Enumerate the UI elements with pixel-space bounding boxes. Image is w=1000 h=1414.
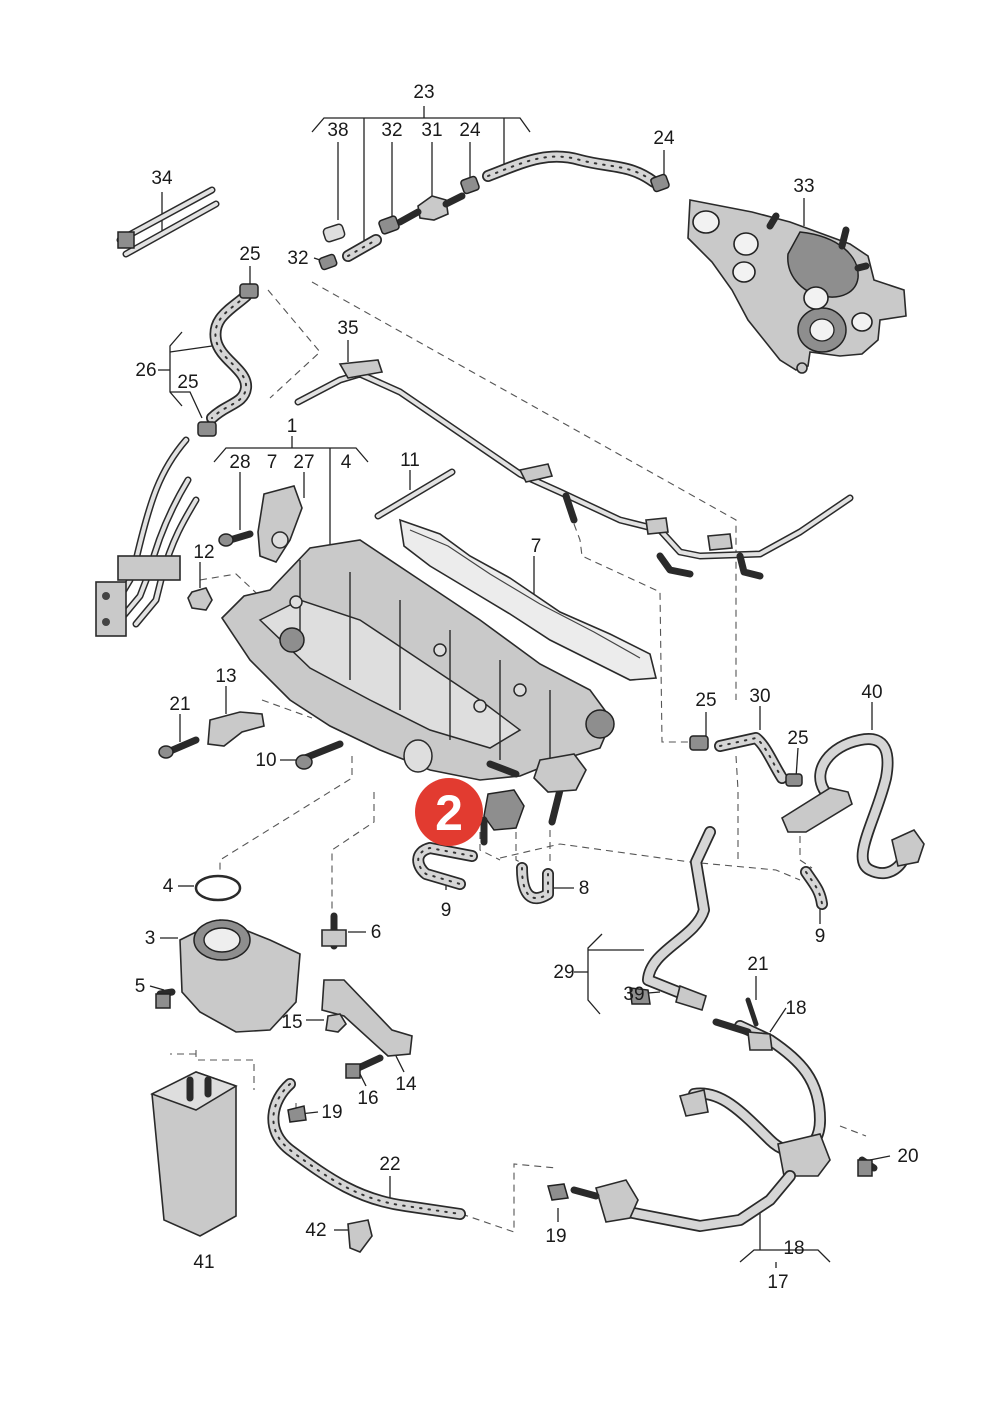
label-24: 24: [459, 120, 481, 141]
label-9: 9: [815, 926, 826, 947]
label-13: 13: [215, 666, 236, 687]
label-26: 26: [135, 360, 156, 381]
label-18: 18: [783, 1238, 804, 1259]
label-4: 4: [163, 876, 174, 897]
valve-assembly-17: [570, 997, 878, 1232]
hose-26: [197, 283, 259, 437]
label-5: 5: [135, 976, 146, 997]
label-15: 15: [281, 1012, 302, 1033]
leader-lines: [149, 106, 891, 1268]
label-3: 3: [145, 928, 156, 949]
label-25: 25: [787, 728, 808, 749]
label-14: 14: [395, 1074, 417, 1095]
label-4: 4: [341, 452, 352, 473]
label-40: 40: [861, 682, 882, 703]
label-42: 42: [305, 1220, 326, 1241]
label-39: 39: [623, 984, 644, 1005]
label-32: 32: [381, 120, 402, 141]
label-7: 7: [531, 536, 542, 557]
part-labels: 23 38 32 31 24 24 33 34 32 25 35 26 25 1…: [135, 82, 919, 1293]
gasket: [399, 518, 658, 681]
label-25: 25: [177, 372, 198, 393]
label-9: 9: [441, 900, 452, 921]
pipe-35: [294, 359, 854, 580]
label-8: 8: [579, 878, 590, 899]
callout-circle: [415, 778, 483, 846]
label-23: 23: [413, 82, 434, 103]
label-25: 25: [695, 690, 716, 711]
charcoal-canister: [150, 1071, 238, 1237]
label-41: 41: [193, 1252, 214, 1273]
assembly-guide-lines: [170, 281, 867, 1233]
label-31: 31: [421, 120, 442, 141]
label-35: 35: [337, 318, 358, 339]
label-19: 19: [545, 1226, 566, 1247]
label-32: 32: [287, 248, 308, 269]
label-17: 17: [767, 1272, 788, 1293]
label-30: 30: [749, 686, 770, 707]
label-16: 16: [357, 1088, 378, 1109]
label-10: 10: [255, 750, 276, 771]
sensor-13-group: [158, 711, 344, 770]
label-11: 11: [400, 450, 420, 471]
callout-badge: 2: [415, 778, 483, 846]
label-25: 25: [239, 244, 260, 265]
label-29: 29: [553, 962, 574, 983]
vacuum-hoses-right: [689, 732, 925, 910]
label-21: 21: [747, 954, 768, 975]
label-1: 1: [287, 416, 298, 437]
turbocharger: [687, 199, 907, 374]
hose-29: [629, 826, 716, 1012]
callout-number: 2: [435, 785, 463, 841]
solenoid-valve-2: [412, 789, 554, 905]
intake-manifold: [180, 539, 615, 826]
label-20: 20: [897, 1146, 918, 1167]
label-7: 7: [267, 452, 278, 473]
vacuum-hose-group-23: [318, 150, 670, 271]
support-bracket: [321, 912, 413, 1079]
label-19: 19: [321, 1102, 342, 1123]
stud-sensor-group: [218, 468, 456, 563]
label-38: 38: [327, 120, 348, 141]
label-28: 28: [229, 452, 250, 473]
throttle-body: [155, 874, 301, 1033]
label-18: 18: [785, 998, 806, 1019]
pipe-bundle-left: [95, 436, 200, 637]
label-21: 21: [169, 694, 190, 715]
label-34: 34: [151, 168, 173, 189]
nut-12: [187, 587, 213, 611]
label-22: 22: [379, 1154, 400, 1175]
label-6: 6: [371, 922, 382, 943]
label-24: 24: [653, 128, 675, 149]
label-27: 27: [293, 452, 314, 473]
hose-22: [267, 1078, 569, 1253]
label-33: 33: [793, 176, 814, 197]
label-12: 12: [193, 542, 214, 563]
cable-tie: [116, 186, 220, 258]
